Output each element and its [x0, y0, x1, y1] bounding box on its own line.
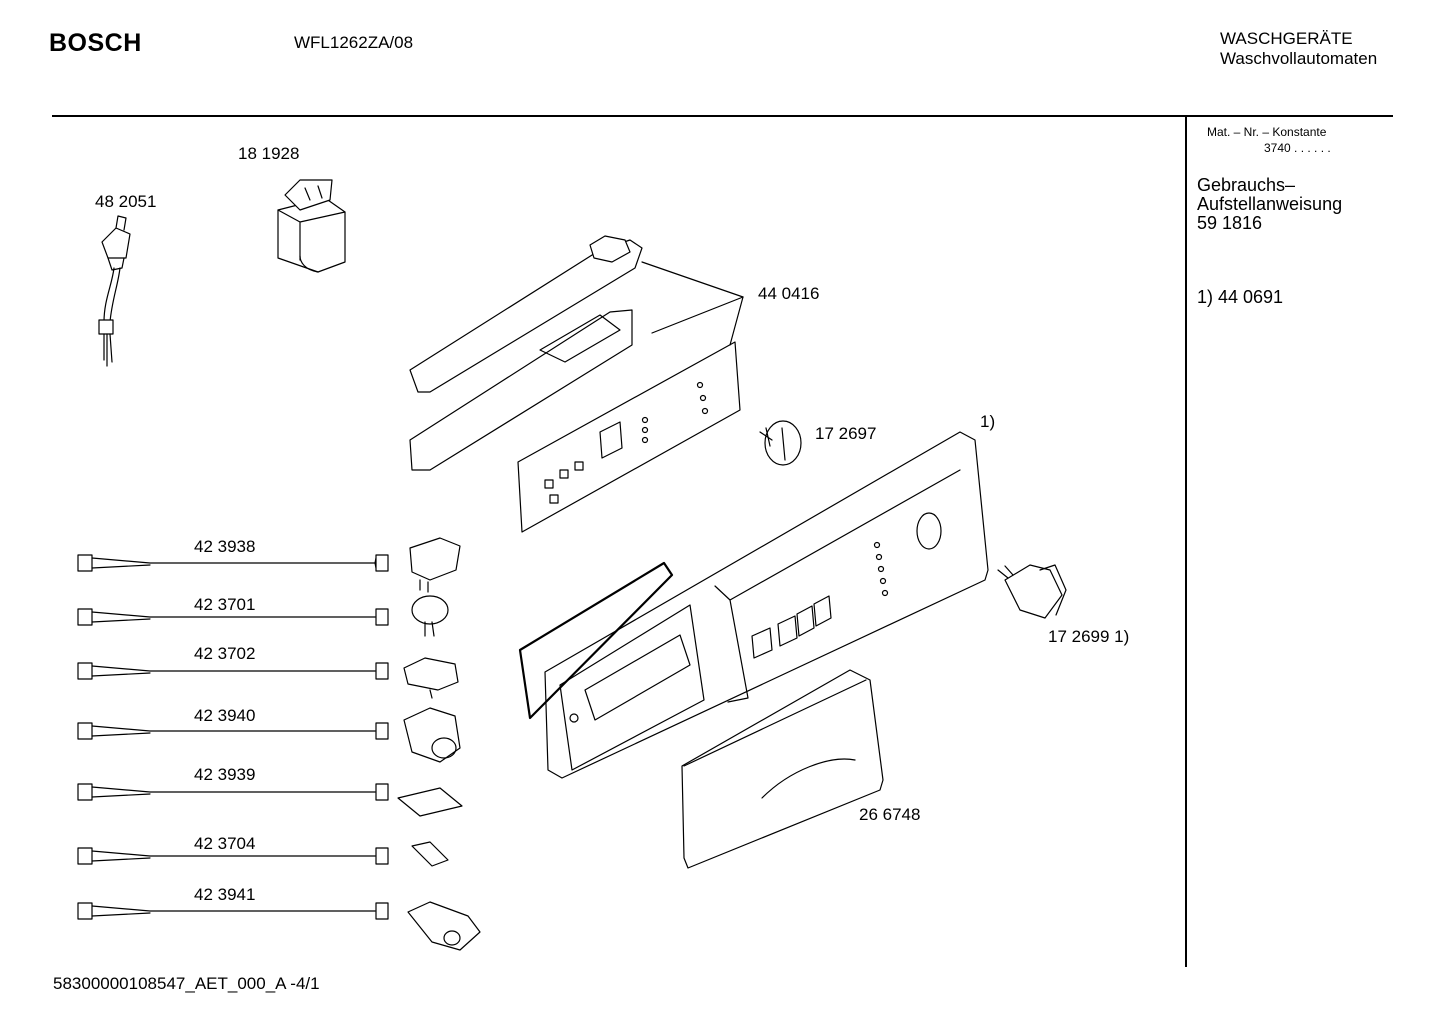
label-mains-cable: 48 2051 — [95, 192, 157, 211]
label-suppressor: 18 1928 — [238, 144, 300, 163]
model-number: WFL1262ZA/08 — [294, 33, 414, 52]
label-harness-4: 42 3940 — [194, 706, 256, 725]
control-panel-drawing — [518, 431, 989, 779]
sidebar-divider — [1185, 117, 1187, 967]
manual-number: 59 1816 — [1197, 213, 1263, 233]
category-subtitle: Waschvollautomaten — [1220, 49, 1378, 68]
label-harness-6: 42 3704 — [194, 834, 256, 853]
drawer-handle-drawing — [681, 669, 884, 869]
harness-7-drawing — [77, 902, 389, 920]
header-divider — [52, 115, 1393, 117]
harness-2-drawing — [77, 608, 389, 626]
harness-5-drawing — [77, 783, 389, 801]
harness-3-drawing — [77, 662, 389, 680]
wiring-harnesses-drawing — [77, 554, 389, 920]
label-harness-7: 42 3941 — [194, 885, 256, 904]
mains-cable-drawing — [98, 215, 131, 367]
document-id: 58300000108547_AET_000_A -4/1 — [53, 974, 320, 993]
manual-title-line2: Aufstellanweisung — [1197, 194, 1343, 214]
label-knob-shaft: 17 2697 — [815, 424, 877, 443]
label-drawer-handle: 26 6748 — [859, 805, 921, 824]
harness-1-drawing — [77, 554, 389, 572]
footnote: 1) 44 0691 — [1197, 287, 1284, 307]
harness-6-drawing — [77, 847, 389, 865]
label-harness-3: 42 3702 — [194, 644, 256, 663]
label-knob: 17 2699 1) — [1048, 627, 1130, 646]
knob-drawing — [997, 564, 1067, 619]
harness-components-drawing — [397, 537, 481, 951]
label-panel-note: 1) — [980, 412, 996, 431]
label-harness-5: 42 3939 — [194, 765, 256, 784]
suppressor-drawing — [277, 179, 346, 273]
label-control-module: 44 0416 — [758, 284, 820, 303]
brand-logo: BOSCH — [49, 29, 142, 57]
knob-shaft-drawing — [759, 420, 802, 466]
harness-4-drawing — [77, 722, 389, 740]
control-module-drawing — [409, 235, 744, 533]
mat-number-label: Mat. – Nr. – Konstante — [1207, 125, 1327, 139]
mat-number-value: 3740 . . . . . . — [1264, 141, 1331, 155]
label-harness-1: 42 3938 — [194, 537, 256, 556]
manual-title-line1: Gebrauchs– — [1197, 175, 1296, 195]
label-harness-2: 42 3701 — [194, 595, 256, 614]
category-title: WASCHGERÄTE — [1220, 29, 1353, 48]
